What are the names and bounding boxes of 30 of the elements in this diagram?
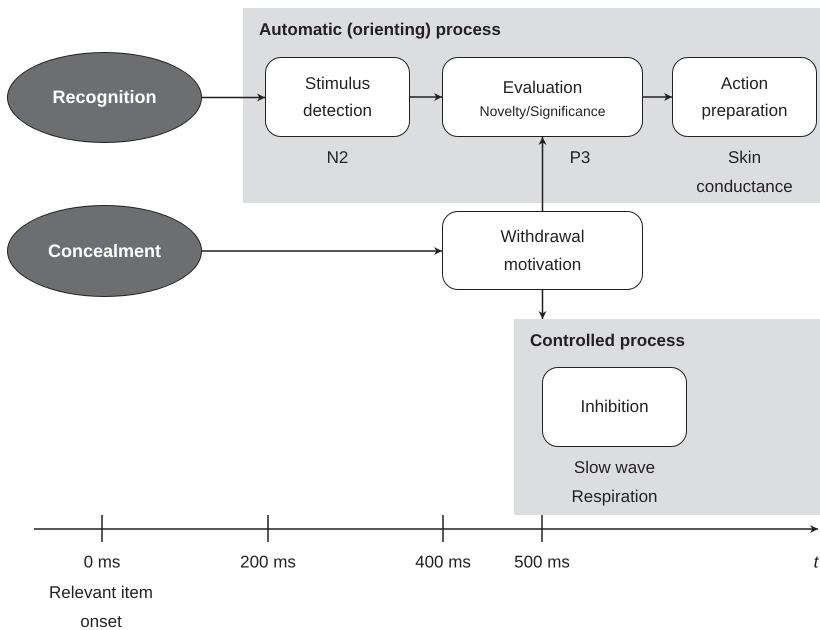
measure-label: P3: [570, 147, 590, 169]
panel-heading: Controlled process: [530, 331, 685, 351]
axis-label: 400 ms: [415, 552, 471, 574]
process-box: [442, 57, 643, 137]
process-box: Withdrawal motivation: [442, 211, 643, 290]
measure-label: Respiration: [572, 486, 658, 508]
arrow: [538, 137, 546, 211]
axis-label: Relevant item onset: [48, 582, 154, 630]
process-box: Inhibition: [542, 367, 687, 447]
arrow: [538, 290, 546, 319]
factor-ellipse: Concealment: [7, 205, 202, 297]
process-panel: [514, 319, 820, 515]
box-subtitle: Novelty/Significance: [478, 102, 607, 120]
factor-ellipse: Recognition: [7, 52, 202, 143]
arrow: [202, 94, 265, 102]
panel-heading: Automatic (orienting) process: [259, 20, 501, 40]
arrow: [410, 93, 442, 101]
box-title: Evaluation: [502, 77, 584, 100]
measure-label: Skin conductance: [695, 147, 794, 198]
measure-label: Slow wave: [574, 457, 656, 479]
process-panel: [243, 8, 820, 203]
axis-label: t: [814, 552, 818, 574]
arrow: [202, 247, 442, 255]
process-box: Stimulus detection: [265, 57, 410, 137]
measure-label: N2: [326, 147, 348, 169]
axis-label: 200 ms: [240, 552, 296, 574]
axis-label: 500 ms: [514, 552, 570, 574]
axis-label: 0 ms: [84, 552, 120, 574]
arrow: [643, 93, 672, 101]
process-box: Action preparation: [672, 57, 817, 137]
